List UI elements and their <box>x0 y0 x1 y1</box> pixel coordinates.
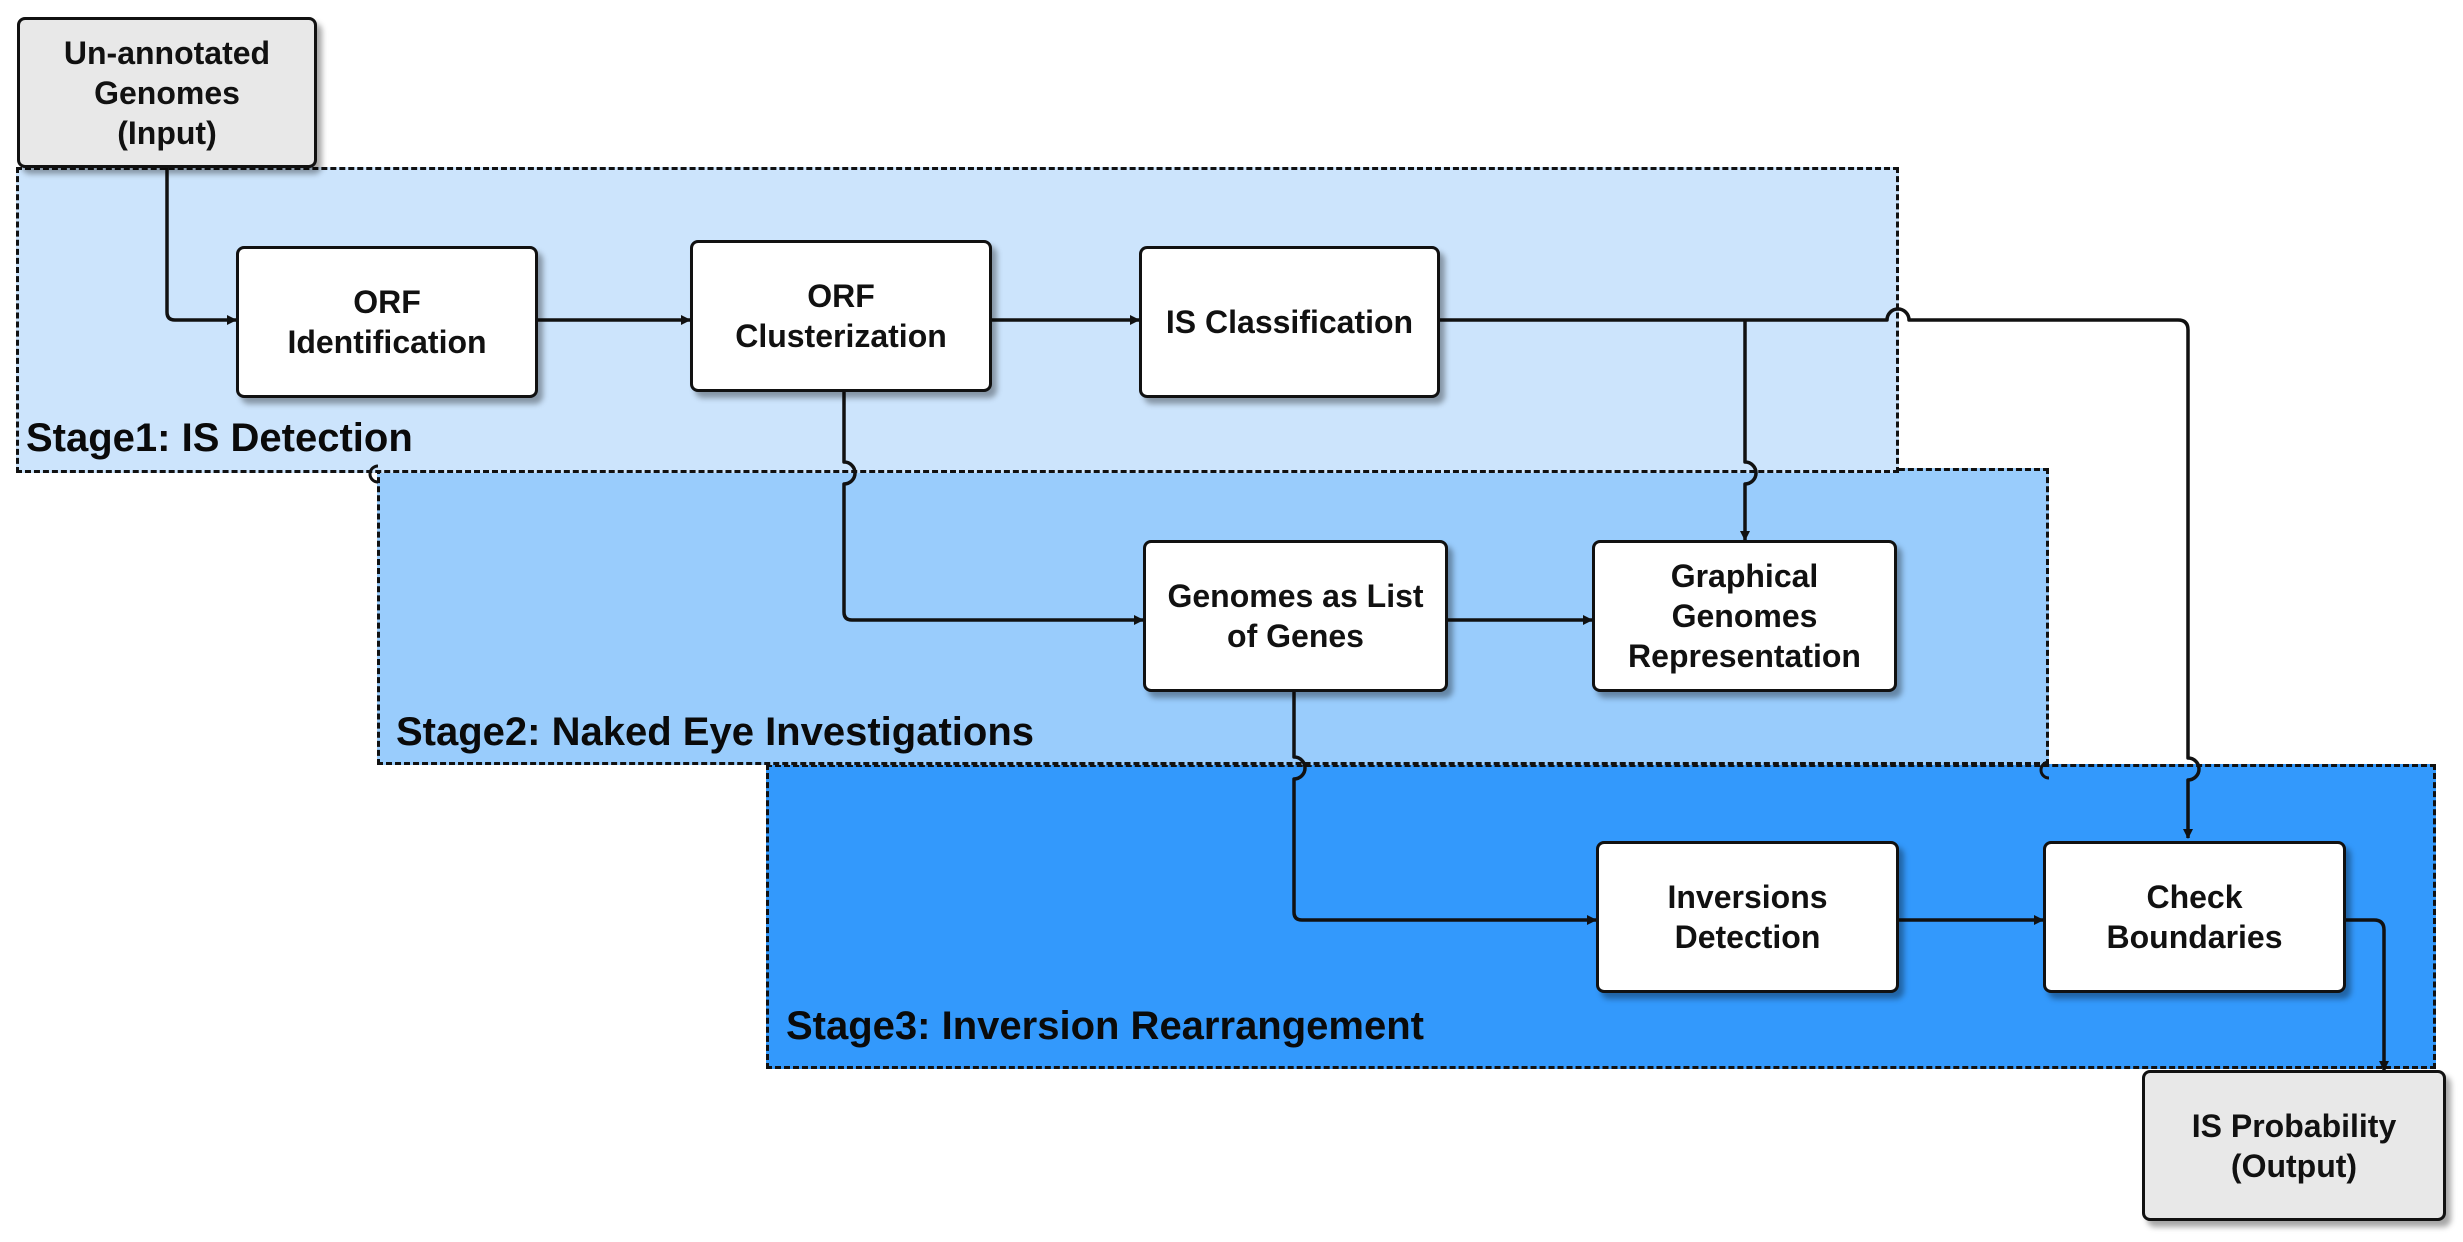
input-node: Un-annotated Genomes (Input) <box>17 17 317 168</box>
genomes-list-node: Genomes as List of Genes <box>1143 540 1448 692</box>
arrow-clusterization-to-genomes-list <box>842 392 1144 625</box>
hop-stage1-left <box>368 464 379 484</box>
arrow-check-boundaries-to-output <box>2346 918 2389 1071</box>
arrow-input-to-orf-identification <box>165 168 237 325</box>
arrow-genomes-list-to-inversions <box>1292 692 1597 925</box>
arrow-classification-to-check-boundaries <box>1440 307 2201 839</box>
stage3-label: Stage3: Inversion Rearrangement <box>786 1004 1424 1048</box>
stage2-label: Stage2: Naked Eye Investigations <box>396 710 1035 754</box>
arrow-classification-to-graphical <box>1740 320 1758 541</box>
orf-clusterization-node: ORF Clusterization <box>690 240 992 392</box>
inversions-detection-node: Inversions Detection <box>1596 841 1899 993</box>
hop-stage2-right <box>2039 760 2050 780</box>
check-boundaries-node: Check Boundaries <box>2043 841 2346 993</box>
output-node: IS Probability (Output) <box>2142 1070 2446 1221</box>
orf-identification-node: ORF Identification <box>236 246 538 398</box>
graphical-representation-node: Graphical Genomes Representation <box>1592 540 1897 692</box>
stage1-label: Stage1: IS Detection <box>26 416 413 460</box>
is-classification-node: IS Classification <box>1139 246 1440 398</box>
